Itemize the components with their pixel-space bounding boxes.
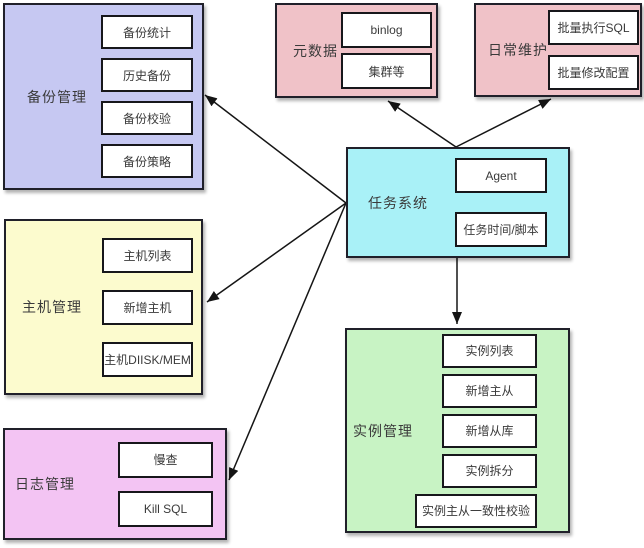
- node-item-cluster: 集群等: [341, 53, 432, 89]
- node-item-history-backup: 历史备份: [101, 58, 193, 92]
- node-daily-maintenance: 日常维护 批量执行SQL 批量修改配置: [474, 3, 642, 97]
- node-item-backup-policy: 备份策略: [101, 144, 193, 178]
- arrow-task-system-to-backup-management: [204, 94, 347, 204]
- node-item-batch-modify-config: 批量修改配置: [548, 55, 639, 90]
- node-item-binlog: binlog: [341, 12, 432, 48]
- node-item-slow-query: 慢查: [118, 441, 213, 478]
- node-item-master-slave-consistency: 实例主从一致性校验: [415, 493, 537, 528]
- node-item-batch-exec-sql: 批量执行SQL: [548, 10, 639, 45]
- arrow-task-system-to-daily-maintenance: [455, 98, 552, 148]
- node-item-host-disk-mem: 主机DIISK/MEM: [102, 341, 193, 377]
- node-metadata: 元数据 binlog 集群等: [275, 3, 438, 98]
- node-title-backup-management: 备份管理: [27, 88, 87, 105]
- node-item-instance-list: 实例列表: [442, 333, 537, 368]
- node-item-agent: Agent: [455, 158, 547, 193]
- node-item-kill-sql: Kill SQL: [118, 490, 213, 527]
- node-items-daily-maintenance: 批量执行SQL 批量修改配置: [548, 10, 639, 90]
- node-title-log-management: 日志管理: [15, 476, 75, 492]
- node-title-daily-maintenance: 日常维护: [488, 42, 548, 58]
- node-item-add-host: 新增主机: [102, 289, 193, 325]
- arrow-task-system-to-host-management: [206, 202, 347, 303]
- node-items-host-management: 主机列表 新增主机 主机DIISK/MEM: [102, 237, 193, 377]
- node-item-backup-check: 备份校验: [101, 101, 193, 135]
- node-items-task-system: Agent 任务时间/脚本: [455, 158, 547, 247]
- node-log-management: 日志管理 慢查 Kill SQL: [3, 428, 227, 540]
- node-backup-management: 备份管理 备份统计 历史备份 备份校验 备份策略: [3, 3, 204, 190]
- node-title-instance-management: 实例管理: [353, 422, 413, 439]
- node-instance-management: 实例管理 实例列表 新增主从 新增从库 实例拆分 实例主从一致性校验: [345, 328, 570, 533]
- node-item-host-list: 主机列表: [102, 237, 193, 273]
- node-items-backup-management: 备份统计 历史备份 备份校验 备份策略: [101, 15, 193, 178]
- node-item-task-time-script: 任务时间/脚本: [455, 212, 547, 247]
- node-item-add-slave-db: 新增从库: [442, 413, 537, 448]
- node-items-metadata: binlog 集群等: [341, 12, 432, 89]
- node-items-log-management: 慢查 Kill SQL: [118, 441, 213, 527]
- node-title-task-system: 任务系统: [368, 194, 428, 211]
- node-title-host-management: 主机管理: [22, 299, 82, 315]
- arrow-task-system-to-log-management: [228, 202, 347, 481]
- arrow-task-system-to-metadata: [387, 100, 457, 148]
- node-task-system: 任务系统 Agent 任务时间/脚本: [346, 147, 570, 258]
- node-host-management: 主机管理 主机列表 新增主机 主机DIISK/MEM: [4, 219, 203, 395]
- node-item-backup-stats: 备份统计: [101, 15, 193, 49]
- node-item-instance-split: 实例拆分: [442, 453, 537, 488]
- node-item-add-master-slave: 新增主从: [442, 373, 537, 408]
- node-title-metadata: 元数据: [293, 42, 338, 59]
- node-items-instance-management: 实例列表 新增主从 新增从库 实例拆分 实例主从一致性校验: [415, 333, 537, 528]
